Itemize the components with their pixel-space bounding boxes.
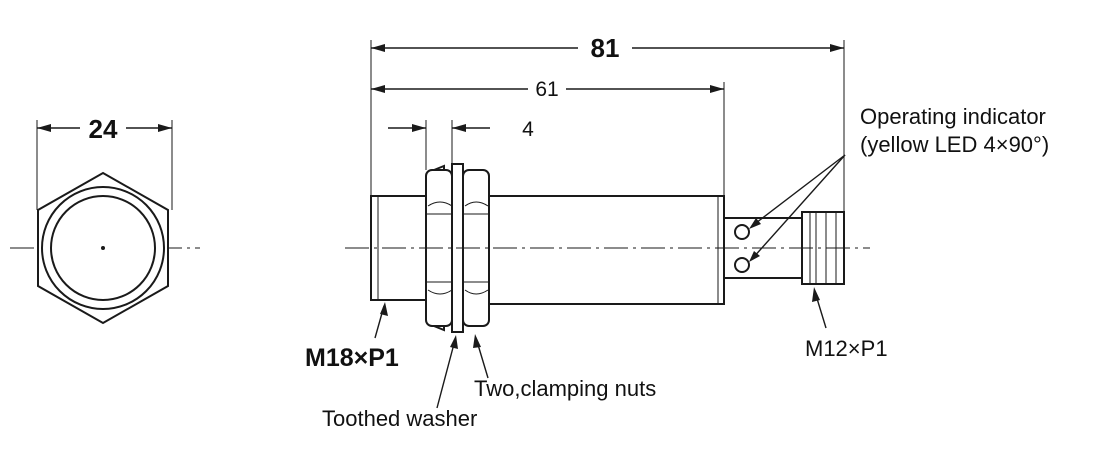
nut-thickness-arrow-left xyxy=(412,124,426,132)
indicator-label-line2: (yellow LED 4×90°) xyxy=(860,132,1049,157)
washer-label: Toothed washer xyxy=(322,406,477,431)
total-length-dimension: 81 xyxy=(591,33,620,63)
connector-thread-label: M12×P1 xyxy=(805,336,888,361)
end-view: 24 xyxy=(10,114,200,325)
nuts-arrow xyxy=(473,334,481,348)
m18-arrow xyxy=(380,302,388,316)
indicator-leader-bottom xyxy=(751,154,846,260)
body-length-arrow-right xyxy=(710,85,724,93)
hex-width-dimension: 24 xyxy=(89,114,118,144)
total-length-arrow-left xyxy=(371,44,385,52)
main-thread-label: M18×P1 xyxy=(305,344,399,372)
sensor-body xyxy=(488,195,725,305)
nut-thickness-dimension: 4 xyxy=(522,118,534,141)
led-indicator-bottom xyxy=(734,257,750,273)
hex-dim-arrow-left xyxy=(37,124,51,132)
center-dot xyxy=(101,246,105,250)
indicator-arrow-bottom xyxy=(749,251,760,262)
indicator-label-line1: Operating indicator xyxy=(860,104,1046,129)
side-view xyxy=(345,163,870,333)
annotations: Operating indicator (yellow LED 4×90°) M… xyxy=(305,104,1049,431)
nuts-label: Two,clamping nuts xyxy=(474,376,656,401)
washer-arrow xyxy=(450,335,458,349)
m12-arrow xyxy=(812,287,820,302)
hex-dim-arrow-right xyxy=(158,124,172,132)
side-view-dimensions: 81 61 4 xyxy=(370,33,845,212)
indicator-arrow-top xyxy=(749,218,761,229)
body-length-dimension: 61 xyxy=(535,78,558,101)
total-length-arrow-right xyxy=(830,44,844,52)
nut-thickness-arrow-right xyxy=(452,124,466,132)
body-length-arrow-left xyxy=(371,85,385,93)
indicator-leader-top xyxy=(751,154,846,227)
washer-leader xyxy=(436,339,456,409)
led-indicator-top xyxy=(734,224,750,240)
